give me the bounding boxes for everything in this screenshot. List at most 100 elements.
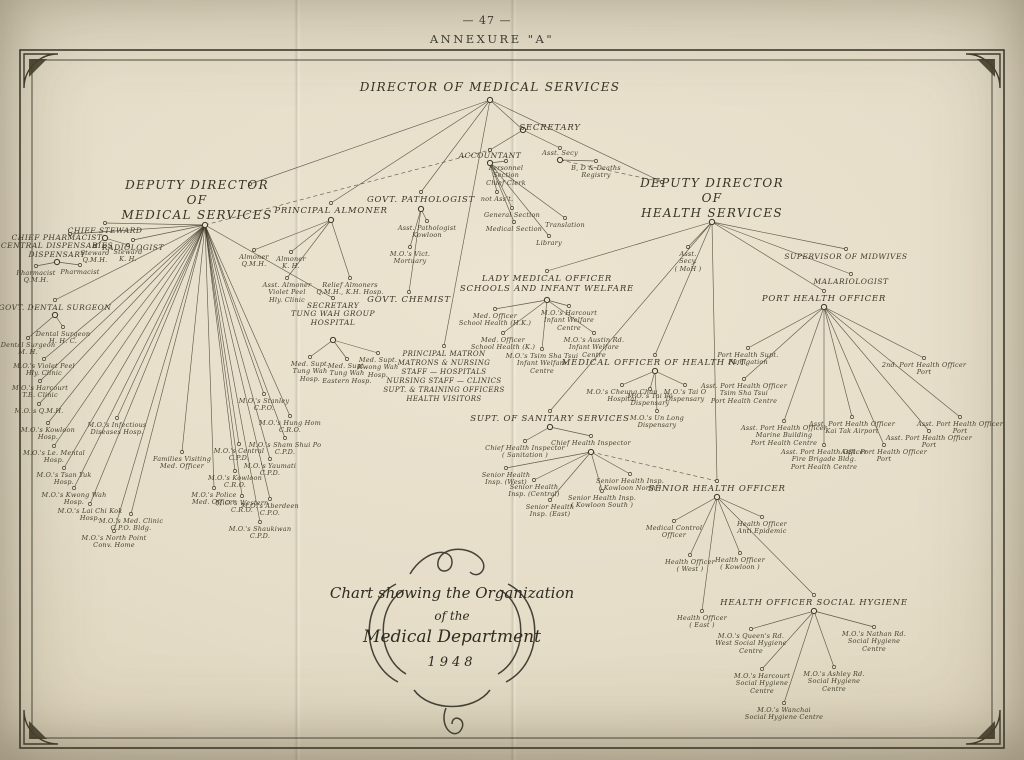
org-node-shi_ks: Senior Health Insp.( Kowloon South ) bbox=[567, 494, 637, 510]
org-node-moh_nt: MEDICAL OFFICER OF HEALTH N.T. bbox=[561, 358, 749, 368]
cartouche-flourish bbox=[368, 548, 536, 735]
org-node-ho_east: Health Officer( East ) bbox=[677, 614, 727, 630]
cartouche-year: 1948 bbox=[427, 655, 477, 670]
org-node-dental: GOVT. DENTAL SURGEON bbox=[0, 303, 112, 312]
org-node-prin_almoner: PRINCIPAL ALMONER bbox=[274, 206, 388, 216]
org-node-radiologist: RADIOLOGIST bbox=[102, 243, 164, 252]
org-node-supt_san: SUPT. OF SANITARY SERVICES bbox=[470, 414, 630, 424]
corner-ornament-bottom-left bbox=[23, 709, 59, 745]
org-node-chief_steward: CHIEF STEWARD bbox=[67, 226, 143, 235]
cartouche: Chart showing the Organization of the Me… bbox=[330, 584, 574, 670]
org-node-chemist: GOVT. CHEMIST bbox=[367, 295, 451, 305]
cartouche-title-line3: Medical Department bbox=[363, 627, 541, 647]
border-outer bbox=[19, 49, 1005, 749]
org-node-ph_supt: Port Health Supt.Fumigation bbox=[717, 351, 779, 367]
org-node-library: Library bbox=[536, 239, 562, 247]
org-node-translation: Translation bbox=[545, 221, 585, 229]
org-node-pathologist: GOVT. PATHOLOGIST bbox=[366, 195, 476, 205]
org-node-asst_secy_moh: Asst.Secy.( MoH ) bbox=[674, 250, 702, 273]
corner-ornament-top-left bbox=[23, 53, 59, 89]
org-node-sho: SENIOR HEALTH OFFICER bbox=[648, 484, 786, 494]
corner-ornament-bottom-right bbox=[965, 709, 1001, 745]
org-node-shi_kn: Senior Health Insp.( Kowloon North ) bbox=[595, 477, 665, 493]
org-node-dms: DIRECTOR OF MEDICAL SERVICES bbox=[359, 80, 621, 94]
org-node-pho: PORT HEALTH OFFICER bbox=[761, 294, 887, 304]
org-node-chi: Chief Health Inspector bbox=[551, 439, 631, 447]
org-node-notasst: not Ass't. bbox=[480, 195, 514, 203]
org-node-medical_sec: Medical Section bbox=[485, 225, 543, 233]
org-node-midwives: SUPERVISOR OF MIDWIVES bbox=[784, 252, 908, 261]
border-inner bbox=[31, 59, 993, 739]
org-node-chi_cons: Chief Health Inspector( Sanitation ) bbox=[485, 444, 565, 460]
org-node-mo_mort: M.O.'s Vict.Mortuary bbox=[389, 250, 431, 266]
corner-ornament-top-right bbox=[965, 53, 1001, 89]
cartouche-title-line1: Chart showing the Organization bbox=[329, 584, 575, 602]
org-node-accountant: ACCOUNTANT bbox=[458, 151, 522, 160]
org-chart-lines bbox=[26, 96, 962, 705]
org-node-pharm2: Pharmacist bbox=[60, 268, 100, 276]
org-node-hosh: HEALTH OFFICER SOCIAL HYGIENE bbox=[720, 598, 908, 608]
org-node-malariologist: MALARIOLOGIST bbox=[813, 277, 889, 286]
